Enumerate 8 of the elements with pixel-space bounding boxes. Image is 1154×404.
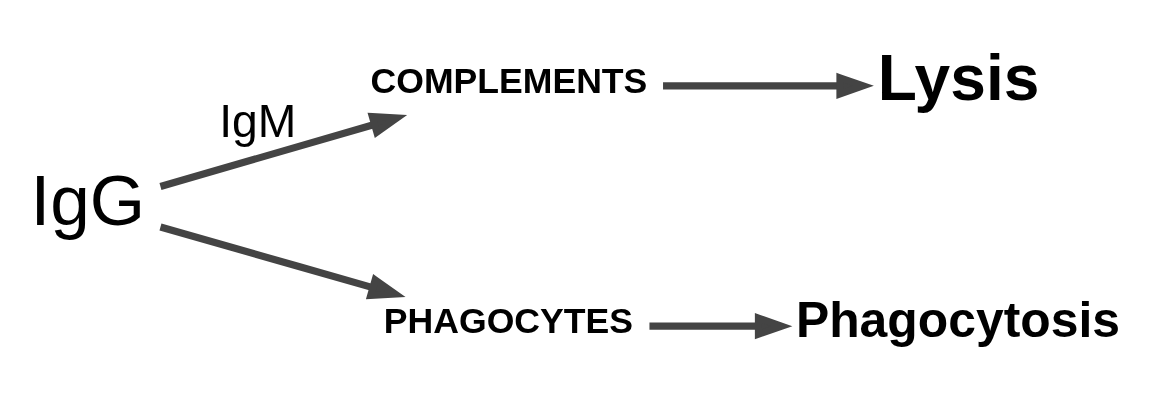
node-text: PHAGOCYTES — [383, 301, 634, 342]
arrow — [159, 112, 408, 190]
node-text: IgG — [30, 160, 146, 240]
node-text: Phagocytosis — [795, 291, 1120, 348]
node-text: Lysis — [877, 41, 1040, 114]
node-text: COMPLEMENTS — [370, 60, 648, 101]
arrow — [159, 223, 406, 300]
edge-label: IgM — [219, 95, 297, 148]
